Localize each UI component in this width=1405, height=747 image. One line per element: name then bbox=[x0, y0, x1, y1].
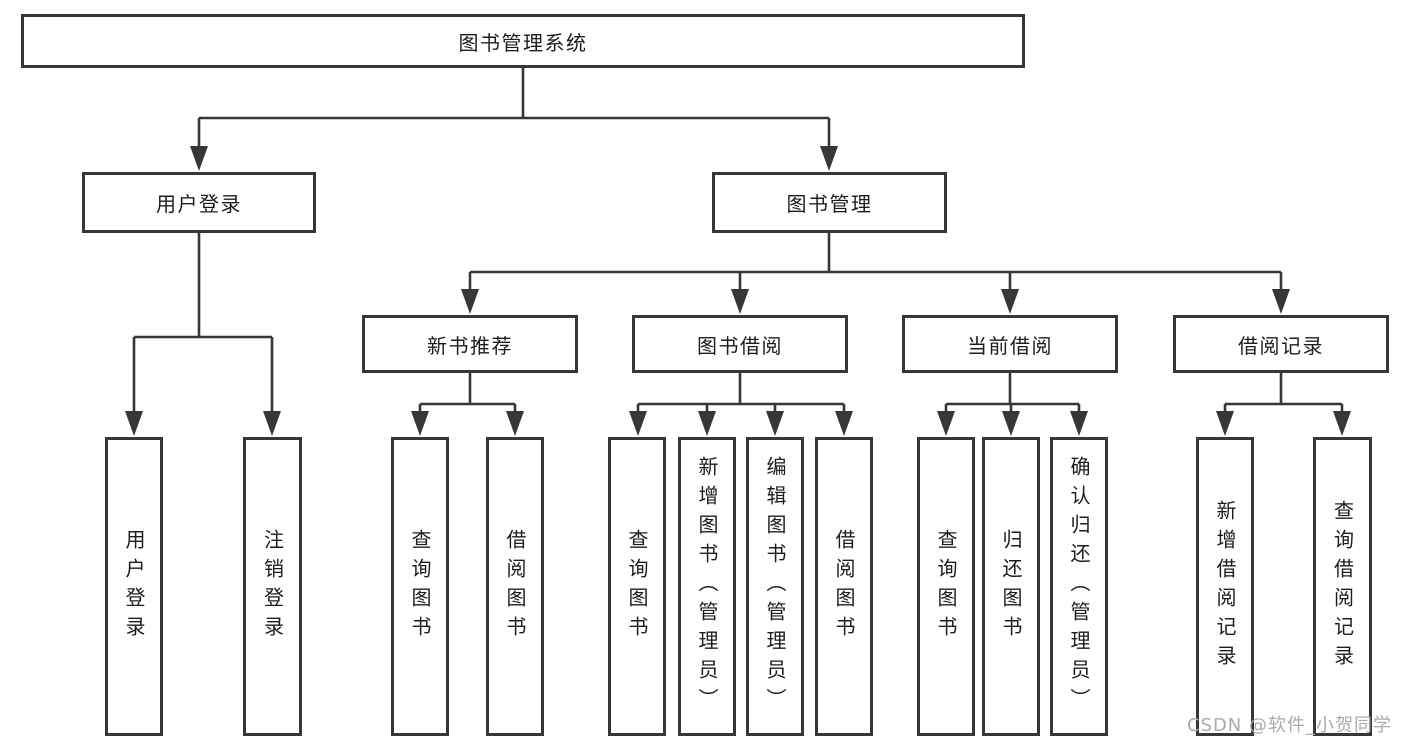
node-current-borrow: 当前借阅 bbox=[902, 315, 1118, 373]
leaf-add-borrow-record: 新增借阅记录 bbox=[1196, 437, 1254, 736]
leaf-query-books-borrow: 查询图书 bbox=[608, 437, 666, 736]
node-book-management: 图书管理 bbox=[712, 172, 947, 233]
leaf-confirm-return-admin: 确认归还（管理员） bbox=[1050, 437, 1108, 736]
leaf-query-borrow-record: 查询借阅记录 bbox=[1313, 437, 1372, 736]
node-borrow-records: 借阅记录 bbox=[1173, 315, 1389, 373]
leaf-logout: 注销登录 bbox=[243, 437, 302, 736]
leaf-borrow-books-recommend: 借阅图书 bbox=[486, 437, 544, 736]
leaf-user-login: 用户登录 bbox=[105, 437, 163, 736]
leaf-query-books-recommend: 查询图书 bbox=[391, 437, 449, 736]
leaf-return-books: 归还图书 bbox=[982, 437, 1040, 736]
leaf-query-books-current: 查询图书 bbox=[917, 437, 975, 736]
arrowhead-icons bbox=[125, 146, 1351, 436]
node-library-system: 图书管理系统 bbox=[21, 14, 1025, 68]
node-new-book-recommend: 新书推荐 bbox=[362, 315, 578, 373]
leaf-add-books-admin: 新增图书（管理员） bbox=[678, 437, 736, 736]
leaf-borrow-books: 借阅图书 bbox=[815, 437, 873, 736]
leaf-edit-books-admin: 编辑图书（管理员） bbox=[746, 437, 804, 736]
node-book-borrow: 图书借阅 bbox=[632, 315, 848, 373]
node-user-login: 用户登录 bbox=[82, 172, 316, 233]
